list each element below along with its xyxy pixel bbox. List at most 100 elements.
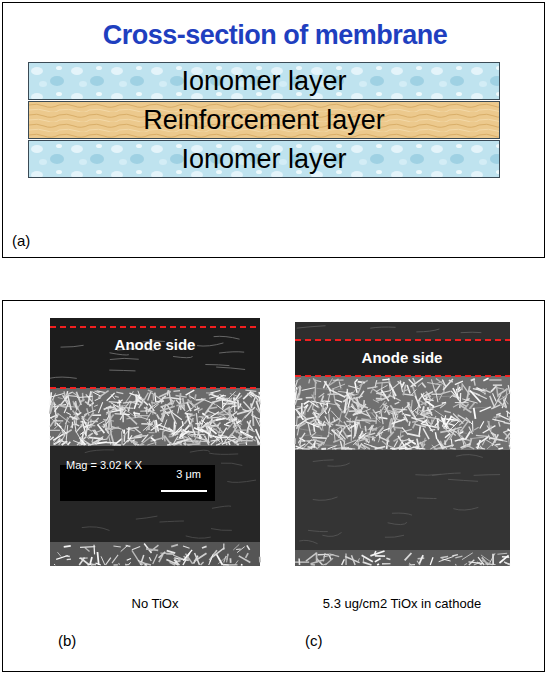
sem-texture (347, 448, 355, 450)
sem-texture (302, 387, 316, 390)
sem-texture (220, 428, 226, 438)
sem-texture (420, 401, 426, 406)
sem-texture (363, 562, 372, 565)
sem-texture (195, 553, 200, 565)
sem-texture (129, 440, 137, 445)
sem-texture (80, 558, 89, 565)
sem-texture (312, 437, 326, 439)
sem-texture (508, 429, 510, 431)
sem-texture (349, 386, 358, 399)
sem-texture (165, 436, 172, 445)
sem-texture (295, 386, 300, 392)
sem-texture (427, 407, 432, 415)
sem-texture (167, 551, 176, 554)
sem-texture (370, 327, 395, 328)
sem-texture (115, 396, 119, 397)
sem-texture (175, 440, 189, 444)
sem-texture (389, 395, 401, 401)
sem-texture (409, 564, 415, 565)
sem-texture (455, 564, 457, 566)
sem-texture (139, 444, 144, 446)
sem-texture (224, 556, 226, 563)
sem-texture (424, 392, 433, 397)
sem-texture (92, 392, 93, 403)
sem-texture (141, 435, 154, 445)
sem-texture (134, 439, 135, 445)
sem-texture (306, 397, 313, 399)
sem-texture (80, 432, 84, 434)
sem-texture (228, 439, 236, 441)
sem-texture (221, 463, 242, 465)
sem-texture (50, 430, 60, 431)
sem-texture (389, 378, 391, 391)
sem-texture (82, 414, 87, 420)
sem-texture (210, 391, 220, 393)
sem-texture (196, 399, 205, 401)
sem-texture (390, 419, 392, 429)
sem-texture (367, 387, 377, 389)
layer-name: Reinforcement layer (143, 105, 385, 136)
sem-texture (216, 395, 224, 399)
sem-texture (141, 393, 148, 406)
sem-texture (251, 411, 253, 416)
sem-texture (212, 506, 231, 508)
sem-texture (187, 402, 191, 411)
sem-texture (243, 401, 251, 409)
sem-texture (96, 436, 103, 444)
sem-texture (296, 446, 304, 449)
sem-texture (314, 414, 319, 424)
sem-texture (332, 447, 347, 449)
sem-texture (372, 428, 377, 431)
sem-texture (112, 444, 120, 446)
sem-texture (220, 435, 223, 442)
sem-texture (171, 545, 178, 547)
sem-texture (448, 479, 478, 481)
sem-texture (349, 396, 362, 400)
sem-texture (460, 403, 466, 406)
sem-texture (234, 443, 247, 444)
sem-texture (190, 450, 210, 452)
sem-texture (509, 438, 510, 449)
sem-texture (205, 364, 229, 365)
sem-texture (360, 433, 375, 438)
ionomer-layer: Ionomer layer (28, 62, 500, 100)
sem-texture (504, 562, 510, 565)
sem-texture (135, 394, 137, 403)
sem-texture (505, 433, 510, 439)
sem-texture (69, 392, 73, 394)
sem-texture (323, 421, 325, 425)
sem-texture (436, 385, 440, 391)
sem-texture (237, 547, 245, 553)
sem-texture (359, 404, 366, 411)
sem-texture (312, 409, 317, 412)
sem-texture (365, 422, 370, 424)
sem-texture (103, 419, 114, 421)
sem-texture (259, 392, 260, 394)
sem-texture (93, 430, 97, 435)
sem-texture (257, 441, 259, 445)
sem-texture (104, 406, 112, 409)
sem-texture (224, 424, 230, 426)
sem-texture (359, 431, 363, 440)
sem-texture (64, 545, 71, 548)
sem-texture (313, 440, 325, 444)
boundary-line (50, 326, 260, 328)
sem-texture (311, 432, 316, 437)
sem-texture (90, 421, 98, 423)
sem-texture (75, 424, 80, 426)
sem-texture (117, 400, 122, 404)
sem-texture (149, 557, 151, 561)
sem-texture (431, 379, 435, 392)
sem-texture (134, 434, 142, 437)
sem-texture (199, 417, 204, 419)
sem-texture (300, 438, 302, 446)
sem-texture (118, 563, 120, 565)
sem-texture (82, 527, 110, 531)
sem-texture (435, 410, 444, 416)
sem-texture (349, 418, 350, 428)
sem-texture (356, 405, 360, 410)
sem-texture (423, 398, 433, 400)
sem-texture (299, 387, 301, 398)
panel-frame (3, 3, 545, 258)
sem-texture (237, 430, 247, 431)
